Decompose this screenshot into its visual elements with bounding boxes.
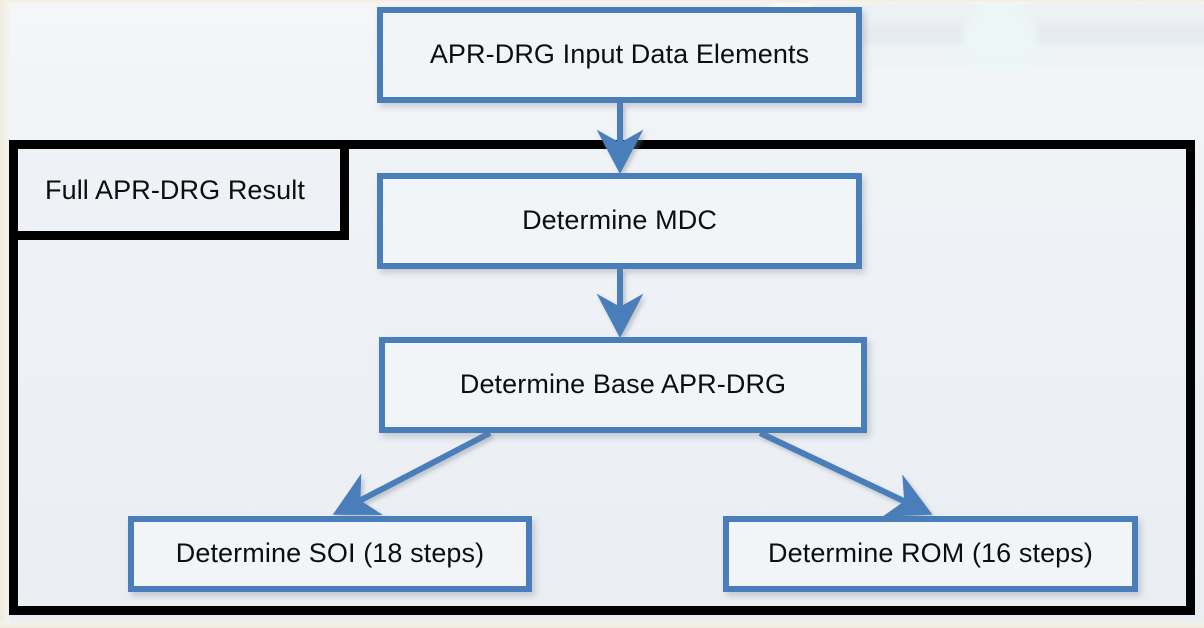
node-label: Determine Base APR-DRG — [459, 369, 787, 400]
slide-edge-top — [0, 0, 1204, 5]
node-determine-mdc[interactable]: Determine MDC — [377, 173, 862, 269]
node-determine-base-apr-drg[interactable]: Determine Base APR-DRG — [379, 337, 867, 433]
node-apr-drg-input-data-elements[interactable]: APR-DRG Input Data Elements — [377, 7, 862, 103]
slide-edge-bottom — [0, 620, 1204, 628]
node-label: Determine MDC — [522, 205, 717, 236]
node-determine-soi[interactable]: Determine SOI (18 steps) — [128, 516, 532, 592]
node-determine-rom[interactable]: Determine ROM (16 steps) — [723, 516, 1138, 592]
node-label: Determine ROM (16 steps) — [768, 538, 1093, 569]
slide-edge-left — [0, 0, 9, 628]
edge-base-to-rom — [758, 430, 933, 517]
node-label: Determine SOI (18 steps) — [175, 538, 485, 569]
edge-base-to-soi — [332, 430, 492, 516]
group-label-text: Full APR-DRG Result — [45, 174, 305, 205]
group-label-box: Full APR-DRG Result — [9, 140, 349, 240]
node-label: APR-DRG Input Data Elements — [429, 39, 810, 70]
